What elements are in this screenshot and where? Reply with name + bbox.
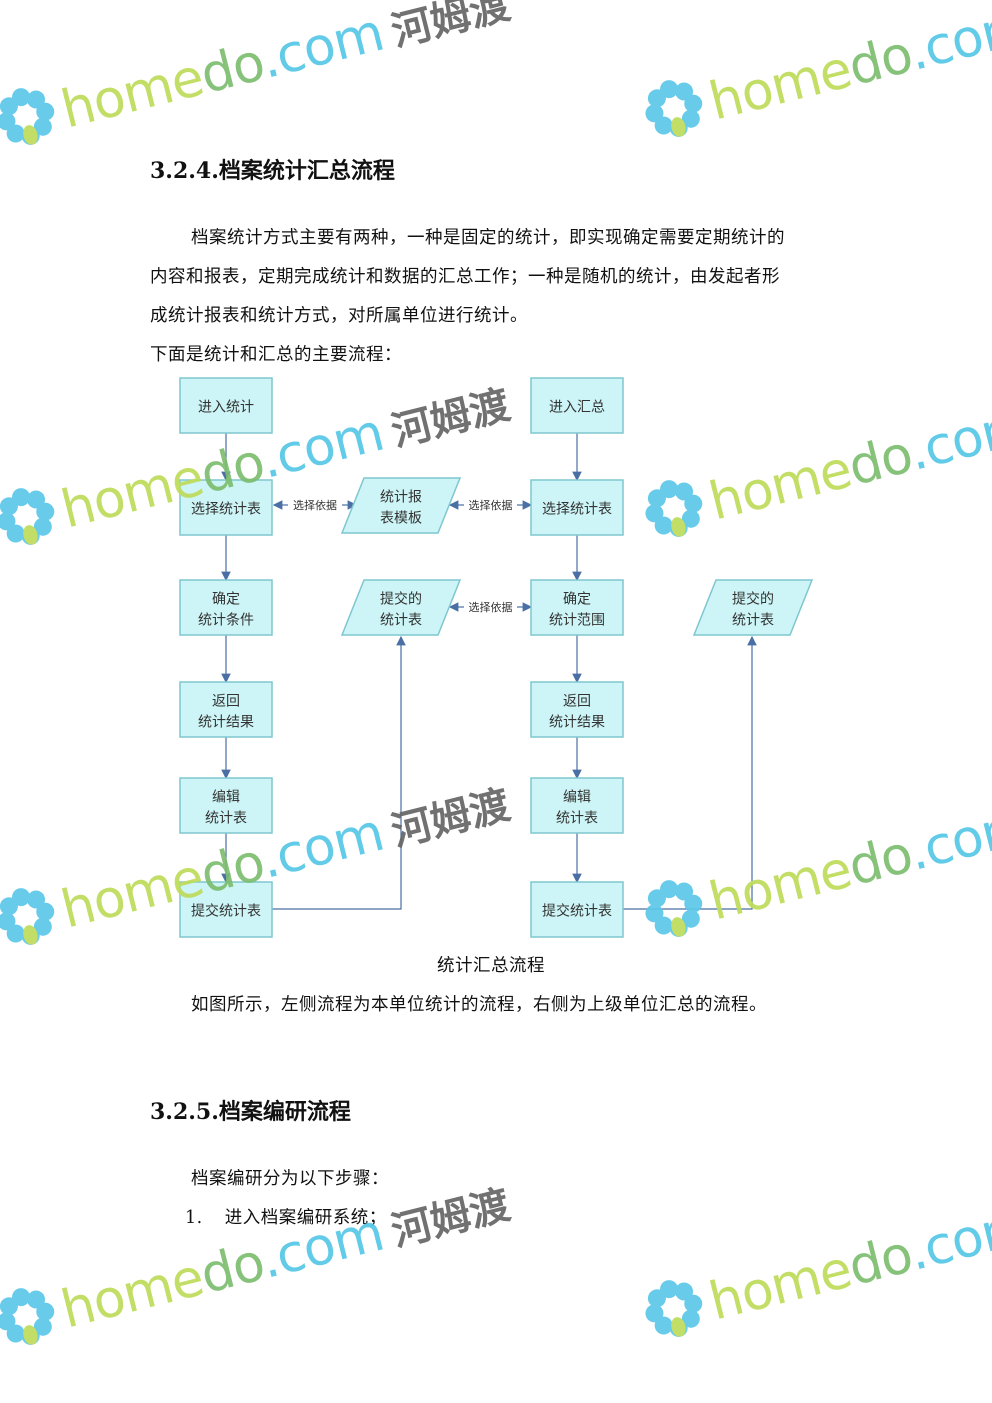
list-number: 1. xyxy=(185,1208,203,1228)
node-label: 统计表 xyxy=(732,613,774,629)
node-label: 选择统计表 xyxy=(542,502,612,518)
node-label: 统计结果 xyxy=(549,715,605,731)
paragraph-line: 档案编研分为以下步骤： xyxy=(191,1169,389,1189)
edge-label: 选择依据 xyxy=(469,600,513,614)
node-label: 统计结果 xyxy=(198,715,254,731)
node-label: 确定 xyxy=(563,592,591,608)
node-label: 编辑 xyxy=(212,790,240,806)
node-label: 返回 xyxy=(212,694,240,710)
list-item: 1. 进入档案编研系统； xyxy=(185,1204,387,1229)
node-label: 进入汇总 xyxy=(549,400,605,416)
node-label: 返回 xyxy=(563,694,591,710)
edge-label: 选择依据 xyxy=(469,498,513,512)
paragraph-line: 下面是统计和汇总的主要流程： xyxy=(150,345,402,365)
paragraph-line: 如图所示，左侧流程为本单位统计的流程，右侧为上级单位汇总的流程。 xyxy=(191,995,767,1015)
node-left-1: 选择统计表 xyxy=(179,479,273,536)
node-label: 提交统计表 xyxy=(542,903,612,920)
flow-arrow xyxy=(272,635,406,910)
paragraph-line: 内容和报表，定期完成统计和数据的汇总工作；一种是随机的统计，由发起者形 xyxy=(150,267,780,287)
node-right-0: 进入汇总 xyxy=(530,377,624,434)
edge-label: 选择依据 xyxy=(293,498,337,512)
node-left-5: 提交统计表 xyxy=(179,881,273,938)
figure-caption: 统计汇总流程 xyxy=(437,956,545,976)
list-text: 进入档案编研系统； xyxy=(224,1208,387,1228)
node-left-0: 进入统计 xyxy=(179,377,273,434)
node-label: 统计范围 xyxy=(549,612,605,629)
node-label: 提交的 xyxy=(380,591,422,608)
node-label: 统计表 xyxy=(380,613,422,629)
node-right-1: 选择统计表 xyxy=(530,479,624,536)
flow-arrow xyxy=(623,635,757,910)
paragraph-line: 成统计报表和统计方式，对所属单位进行统计。 xyxy=(150,306,528,326)
node-label: 统计条件 xyxy=(198,612,254,629)
node-label: 统计表 xyxy=(205,811,247,827)
section-heading-3-2-4: 3.2.4.档案统计汇总流程 xyxy=(150,158,395,184)
node-label: 编辑 xyxy=(563,790,591,806)
node-label: 提交统计表 xyxy=(191,903,261,920)
node-label: 统计表 xyxy=(556,811,598,827)
node-label: 确定 xyxy=(212,592,240,608)
node-label: 选择统计表 xyxy=(191,502,261,518)
node-label: 表模板 xyxy=(380,511,422,527)
node-label: 提交的 xyxy=(732,591,774,608)
section-heading-3-2-5: 3.2.5.档案编研流程 xyxy=(150,1099,351,1125)
node-right-5: 提交统计表 xyxy=(530,881,624,938)
node-label: 进入统计 xyxy=(198,400,254,416)
paragraph-line: 档案统计方式主要有两种，一种是固定的统计，即实现确定需要定期统计的 xyxy=(191,228,785,248)
node-label: 统计报 xyxy=(380,490,422,506)
